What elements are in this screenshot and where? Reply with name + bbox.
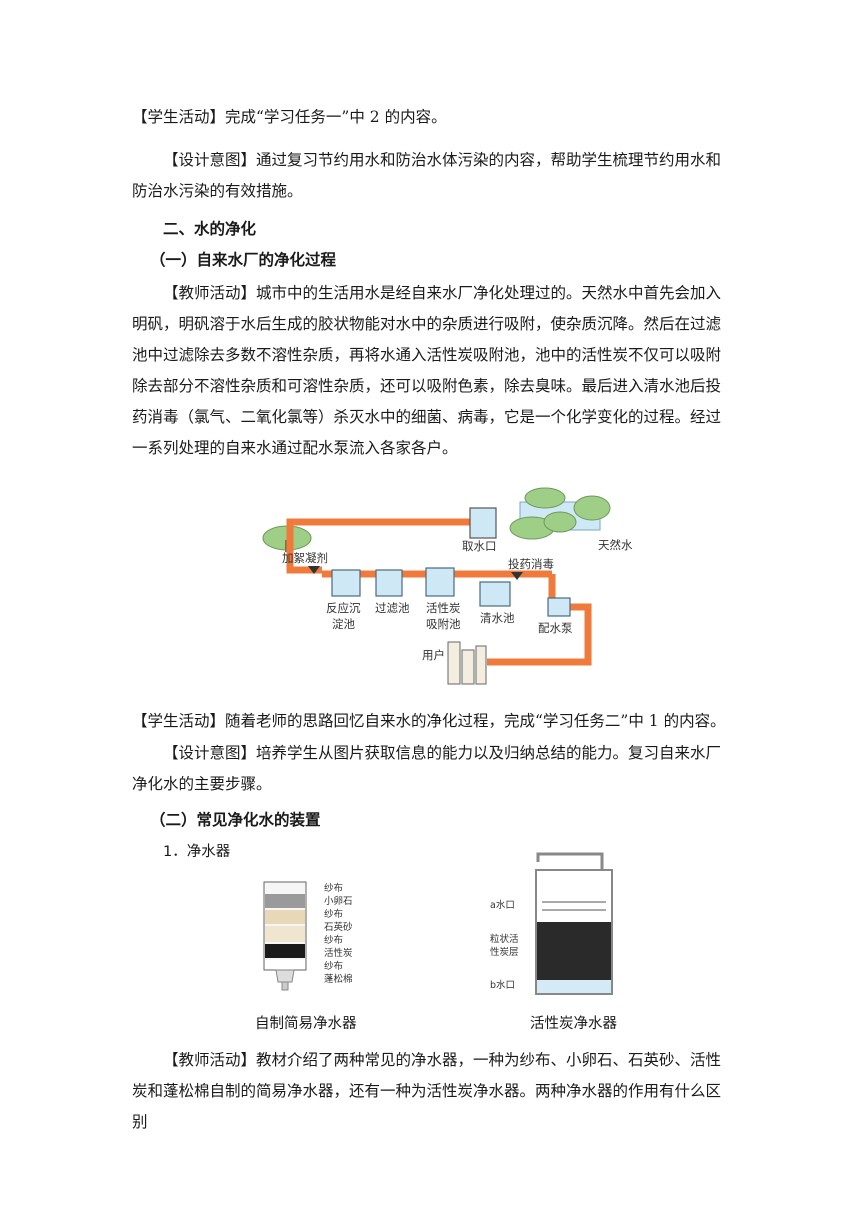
simple-filter-diagram: 纱布 小卵石 纱布 石英砂 纱布 活性炭 纱布 蓬松棉 bbox=[263, 881, 353, 991]
layer-label-5: 纱布 bbox=[324, 934, 343, 946]
layer-label-1: 纱布 bbox=[324, 882, 343, 894]
layer-label-2: 小卵石 bbox=[324, 896, 353, 907]
layer-label-6: 活性炭 bbox=[324, 947, 353, 959]
carbon-tank-label-1: 活性炭 bbox=[426, 601, 461, 615]
carbon-filter-caption: 活性炭净水器 bbox=[530, 1016, 617, 1032]
paragraph-teacher-activity-2: 【教师活动】教材介绍了两种常见的净水器，一种为纱布、小卵石、石英砂、活性炭和蓬松… bbox=[132, 1051, 722, 1131]
subsection-heading-waterworks: （一）自来水厂的净化过程 bbox=[150, 251, 337, 269]
building-icon bbox=[447, 641, 487, 685]
inlet-label: a水口 bbox=[490, 899, 515, 911]
reaction-tank-label-1: 反应沉 bbox=[326, 601, 361, 615]
layer-label-8: 蓬松棉 bbox=[324, 973, 353, 985]
paragraph-student-activity-1: 【学生活动】完成“学习任务一”中 2 的内容。 bbox=[132, 108, 447, 126]
paragraph-design-intent-1: 【设计意图】通过复习节约用水和防治水体污染的内容，帮助学生梳理节约用水和防治水污… bbox=[132, 151, 722, 200]
outlet-label: b水口 bbox=[490, 979, 515, 991]
carbon-tank-label-2: 吸附池 bbox=[426, 617, 461, 631]
waterworks-process-diagram: 取水口 天然水 加絮凝剂 投药消毒 反应沉 淀池 过滤池 活性炭 吸附池 清水池… bbox=[262, 487, 633, 685]
clear-tank-label: 清水池 bbox=[480, 611, 515, 625]
reaction-tank-label-2: 淀池 bbox=[332, 617, 355, 631]
natural-water-label: 天然水 bbox=[598, 538, 633, 552]
disinfect-label: 投药消毒 bbox=[508, 557, 554, 571]
subsection-heading-devices: （二）常见净化水的装置 bbox=[150, 811, 321, 829]
layer-label-7: 纱布 bbox=[324, 960, 343, 972]
carbon-layer-label-2: 性炭层 bbox=[490, 946, 519, 958]
paragraph-teacher-activity-1: 【教师活动】城市中的生活用水是经自来水厂净化处理过的。天然水中首先会加入明矾，明… bbox=[132, 284, 722, 457]
pump-label: 配水泵 bbox=[538, 621, 573, 635]
filter-tank-label: 过滤池 bbox=[375, 601, 410, 615]
intake-label: 取水口 bbox=[462, 539, 497, 553]
paragraph-design-intent-2: 【设计意图】培养学生从图片获取信息的能力以及归纳总结的能力。复习自来水厂净化水的… bbox=[132, 744, 722, 793]
natural-water-trees-icon bbox=[509, 487, 611, 540]
layer-label-3: 纱布 bbox=[324, 908, 343, 920]
item-heading-filter: 1．净水器 bbox=[163, 844, 231, 860]
simple-filter-caption: 自制简易净水器 bbox=[255, 1016, 357, 1032]
users-label: 用户 bbox=[422, 648, 445, 662]
layer-label-4: 石英砂 bbox=[324, 921, 353, 933]
section-heading-water-purification: 二、水的净化 bbox=[163, 220, 257, 238]
carbon-layer-label-1: 粒状活 bbox=[490, 933, 519, 945]
carbon-filter-diagram: a水口 粒状活 性炭层 b水口 bbox=[490, 852, 613, 995]
coagulant-label: 加絮凝剂 bbox=[282, 551, 328, 565]
paragraph-student-activity-2: 【学生活动】随着老师的思路回忆自来水的净化过程，完成“学习任务二”中 1 的内容… bbox=[132, 712, 726, 730]
